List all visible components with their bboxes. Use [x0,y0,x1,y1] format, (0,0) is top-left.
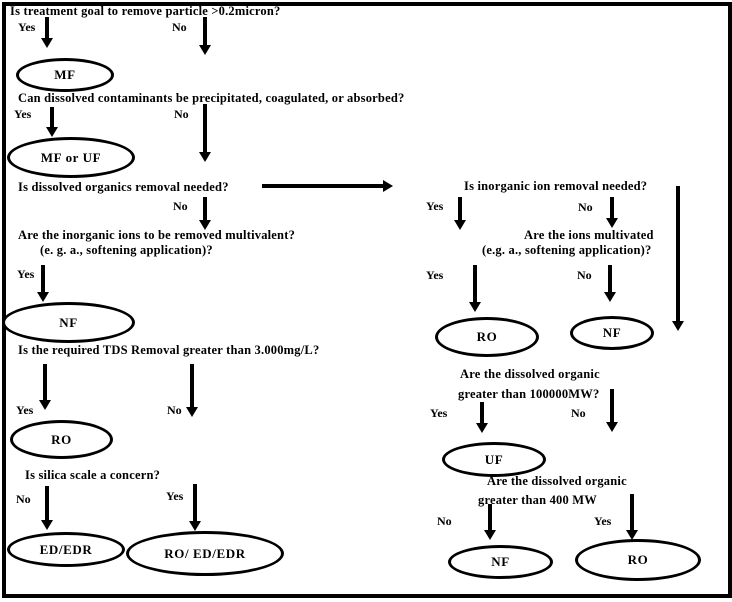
label-precipitate-no: No [174,107,189,121]
label-organics-no: No [173,199,188,213]
question-multivated-line1: Are the ions multivated [524,228,654,242]
arrow-right-bypass [676,186,680,322]
label-particle-yes: Yes [18,20,36,34]
label-multivalent-yes: Yes [17,267,35,281]
arrow-multivated-yes [473,265,477,303]
question-organic-400-line2: greater than 400 MW [478,493,597,507]
node-ro-bottom-right: RO [575,539,701,581]
arrow-inorganic-no [610,197,614,219]
label-organic400-yes: Yes [594,514,612,528]
arrow-precipitate-yes [50,107,54,128]
node-nf-left: NF [2,302,135,343]
label-inorganic-yes: Yes [426,199,444,213]
label-tds-yes: Yes [16,403,34,417]
arrow-organic100000-no [610,389,614,423]
label-particle-no: No [172,20,187,34]
arrow-tds-no [190,364,194,408]
arrow-inorganic-yes [458,197,462,221]
arrow-tds-yes [43,364,47,401]
arrow-organic400-no [488,504,492,531]
label-organic400-no: No [437,514,452,528]
node-mf: MF [16,58,114,92]
label-silica-no: No [16,492,31,506]
label-multivated-no: No [577,268,592,282]
label-organic100000-no: No [571,406,586,420]
arrow-particle-no [203,17,207,46]
question-particle: Is treatment goal to remove particle >0.… [10,4,281,18]
arrow-organics-yes-right [262,184,384,188]
arrow-organic400-yes [630,494,634,531]
question-multivalent-line2: (e. g. a., softening application)? [40,243,213,257]
question-organic-100000-line2: greater than 100000MW? [458,387,600,401]
question-organics-removal: Is dissolved organics removal needed? [18,180,229,194]
arrow-multivated-no [608,265,612,293]
node-nf-mid-right: NF [570,316,654,350]
node-ed-edr: ED/EDR [7,532,125,567]
arrow-precipitate-no [203,104,207,153]
question-organic-100000-line1: Are the dissolved organic [460,367,600,381]
question-multivalent-line1: Are the inorganic ions to be removed mul… [18,228,296,242]
label-inorganic-no: No [578,200,593,214]
label-tds-no: No [167,403,182,417]
question-multivated-line2: (e.g. a., softening application)? [482,243,652,257]
node-mf-or-uf: MF or UF [7,137,135,178]
question-tds: Is the required TDS Removal greater than… [18,343,320,357]
question-inorganic-ion: Is inorganic ion removal needed? [464,179,648,193]
label-silica-yes: Yes [166,489,184,503]
label-precipitate-yes: Yes [14,107,32,121]
arrow-multivalent-yes [41,265,45,293]
arrow-particle-yes [45,17,49,39]
arrow-silica-yes [193,484,197,522]
question-precipitate: Can dissolved contaminants be precipitat… [18,91,405,105]
node-ro-left: RO [10,420,113,459]
question-silica: Is silica scale a concern? [25,468,161,482]
node-ro-mid-right: RO [435,317,539,357]
arrow-organic100000-yes [480,402,484,424]
question-organic-400-line1: Are the dissolved organic [487,474,627,488]
node-ro-ed-edr: RO/ ED/EDR [126,531,284,576]
arrow-silica-no [45,486,49,521]
label-organic100000-yes: Yes [430,406,448,420]
label-multivated-yes: Yes [426,268,444,282]
arrow-organics-no [203,197,207,221]
node-uf-right: UF [442,442,546,477]
node-nf-bottom-right: NF [448,545,553,579]
